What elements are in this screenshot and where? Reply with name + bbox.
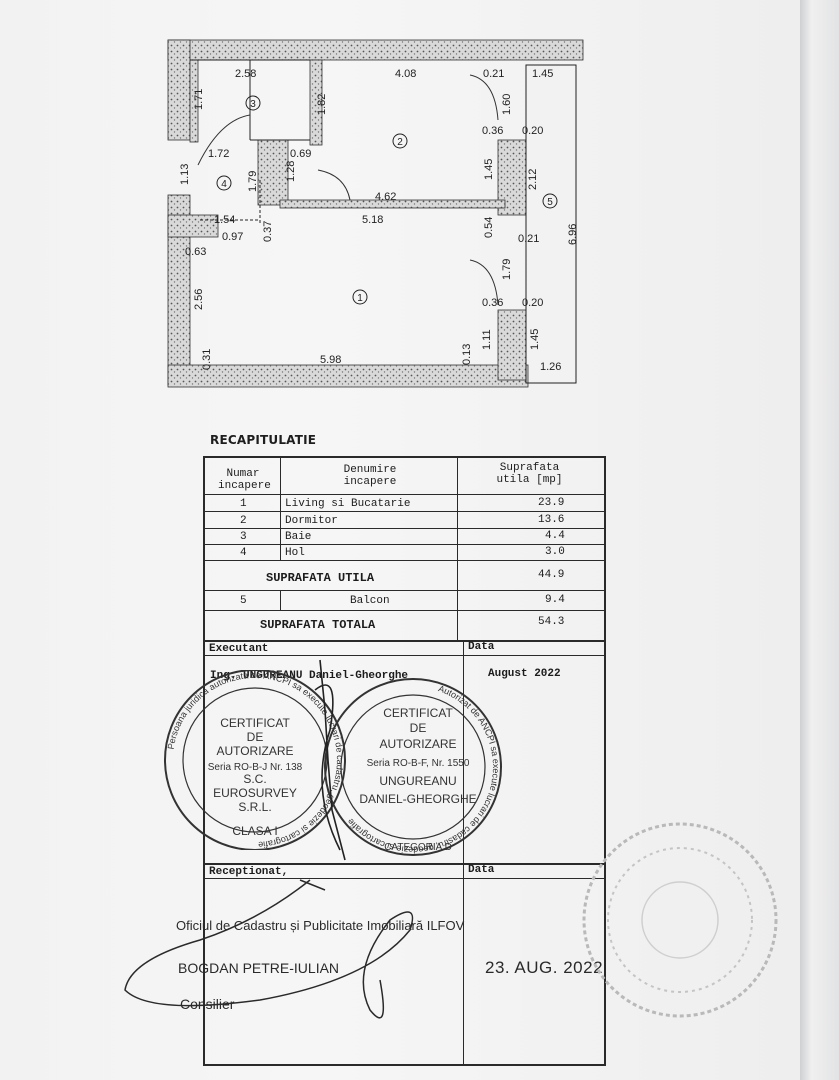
executant-label: Executant: [209, 643, 269, 655]
dim-label: 2.56: [193, 289, 205, 310]
dim-label: 4.08: [395, 68, 416, 80]
room-row-name: Balcon: [350, 595, 390, 607]
header-area: Suprafata utila [mp]: [496, 462, 563, 486]
stamp-right-line: Seria RO-B-F, Nr. 1550: [367, 758, 470, 769]
dim-label: 1.82: [316, 94, 328, 115]
room-row-area: 4.4: [545, 530, 565, 542]
executant-date: August 2022: [488, 668, 561, 680]
header-name: Denumire incapere: [343, 464, 397, 488]
dim-label: 5.18: [362, 214, 383, 226]
stamp-left-line: AUTORIZARE: [216, 744, 293, 758]
dim-label: 0.20: [522, 297, 543, 309]
room-row-name: Dormitor: [285, 515, 338, 527]
dim-label: 2.12: [527, 169, 539, 190]
dim-label: 1.45: [529, 329, 541, 350]
stamp-right-line: AUTORIZARE: [379, 737, 456, 751]
dim-label: 0.37: [262, 221, 274, 242]
dim-label: 0.20: [522, 125, 543, 137]
room-row-name: Baie: [285, 531, 312, 543]
stamp-left: Persoana juridica autorizata de ANCPI sa…: [164, 670, 346, 850]
dim-label: 0.69: [290, 148, 311, 160]
dim-label: 1.71: [193, 89, 205, 110]
receiver-signature: [124, 879, 414, 1019]
room-number-2: 2: [397, 137, 403, 148]
room-row-num: 1: [240, 498, 247, 510]
useful-area-value: 44.9: [538, 569, 565, 581]
dim-label: 0.54: [483, 217, 495, 238]
received-date-label: Data: [468, 864, 495, 876]
stamp-left-line: S.C.: [243, 772, 266, 786]
dim-label: 1.13: [179, 164, 191, 185]
dim-label: 0.97: [222, 231, 243, 243]
dim-label: 1.79: [501, 259, 513, 280]
room-number-3: 3: [250, 99, 256, 110]
stamp-left-line: EUROSURVEY: [213, 786, 297, 800]
room-row-name: Hol: [285, 547, 305, 559]
total-area-label: SUPRAFATA TOTALA: [260, 618, 376, 632]
room-row-num: 2: [240, 515, 247, 527]
dim-label: 0.13: [461, 344, 473, 365]
dim-label: 1.11: [481, 329, 493, 350]
dim-label: 1.60: [501, 94, 513, 115]
dim-label: 0.63: [185, 246, 206, 258]
room-row-num: 4: [240, 547, 247, 559]
dim-label: 0.36: [482, 125, 503, 137]
executant-signature: [314, 659, 346, 861]
stamp-right-line: DANIEL-GHEORGHE: [359, 792, 476, 806]
executant-name: Ing. UNGUREANU Daniel-Gheorghe: [210, 670, 409, 682]
stamp-left-line: CERTIFICAT: [220, 716, 290, 730]
floor-plan: 2.58 4.08 0.21 1.45 1.71 1.82 1.60 0.36 …: [167, 39, 584, 388]
dim-label: 5.98: [320, 354, 341, 366]
dim-label: 6.96: [567, 224, 579, 245]
room-row-area: 13.6: [538, 514, 565, 526]
page-edge: [800, 0, 839, 1080]
dim-label: 0.21: [483, 68, 504, 80]
document-page: [0, 0, 800, 1080]
receiver-date: 23. AUG. 2022: [485, 958, 604, 977]
room-number-1: 1: [357, 293, 363, 304]
stamp-right-line: CATEGORIA D: [384, 842, 452, 853]
useful-area-label: SUPRAFATA UTILA: [266, 571, 375, 585]
stamp-right-line: DE: [410, 721, 427, 735]
room-row-area: 9.4: [545, 594, 565, 606]
dim-label: 1.45: [483, 159, 495, 180]
room-row-name: Living si Bucatarie: [285, 498, 411, 510]
dim-label: 4.62: [375, 191, 396, 203]
room-number-4: 4: [221, 179, 227, 190]
room-number-5: 5: [547, 197, 553, 208]
receiver-office: Oficiul de Cadastru și Publicitate Imobi…: [176, 918, 465, 933]
received-label: Receptionat,: [209, 866, 289, 878]
room-row-area: 3.0: [545, 546, 565, 558]
dim-label: 1.45: [532, 68, 553, 80]
recap-title: RECAPITULATIE: [210, 433, 317, 447]
dim-label: 1.72: [208, 148, 229, 160]
room-row-num: 5: [240, 595, 247, 607]
dim-label: 1.26: [540, 361, 561, 373]
dim-label: 2.58: [235, 68, 256, 80]
total-area-value: 54.3: [538, 616, 565, 628]
dim-label: 0.21: [518, 233, 539, 245]
dim-label: 1.79: [247, 171, 259, 192]
stamp-left-line: Seria RO-B-J Nr. 138: [208, 762, 303, 773]
dim-label: 1.28: [285, 161, 297, 182]
stamp-left-line: DE: [247, 730, 264, 744]
receiver-person: BOGDAN PETRE-IULIAN: [178, 960, 340, 976]
stamp-right-line: CERTIFICAT: [383, 706, 453, 720]
room-row-num: 3: [240, 531, 247, 543]
stamp-left-line: CLASA I: [232, 824, 277, 838]
room-row-area: 23.9: [538, 497, 565, 509]
date-label: Data: [468, 641, 495, 653]
receiver-role: Consilier: [180, 996, 235, 1012]
dim-label: 1.54: [214, 214, 235, 226]
dim-label: 0.36: [482, 297, 503, 309]
dim-label: 0.31: [201, 349, 213, 370]
stamp-right-line: UNGUREANU: [379, 774, 456, 788]
stamp-left-line: S.R.L.: [238, 800, 271, 814]
header-number: Numar incapere: [218, 468, 271, 492]
stamp-right: Autorizat de ANCPI sa execute lucrari de…: [324, 678, 502, 856]
faded-stamp: [582, 822, 778, 1018]
